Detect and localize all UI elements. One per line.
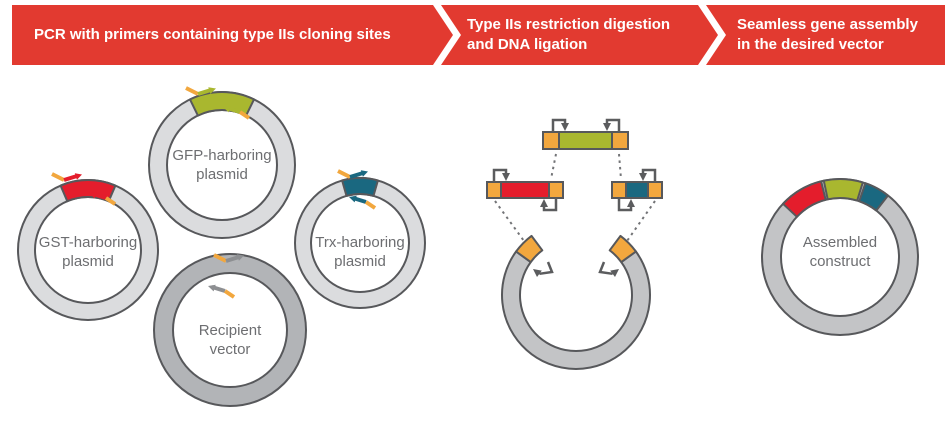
gfp-plasmid-label: GFP-harboring plasmid [147,146,297,184]
assembled-gfp-segment [822,178,864,202]
cut-site-arrow [540,198,558,212]
recipient-forward-primer-icon [213,253,244,263]
cut-site-arrow [617,198,635,212]
gfp-reverse-primer-icon [223,105,251,120]
recipient-vector-ring-inner [172,272,288,388]
assembled-label-line2: construct [809,253,871,270]
recipient-reverse-primer-icon [208,284,236,299]
banner-step-pcr-label: PCR with primers containing type IIs clo… [34,26,391,43]
assembled-gst-segment [782,180,827,218]
gfp-label-line2: plasmid [196,166,248,183]
banner-step-digestion-label-line1: Type IIs restriction digestion [467,16,671,33]
gfp-fragment-left-overhang [542,131,560,150]
trx-fragment-right-overhang [647,181,663,199]
trx-fragment-body [625,181,649,199]
gst-forward-primer-icon [51,172,82,182]
banner-step-pcr: PCR with primers containing type IIs clo… [12,5,453,65]
recipient-vector [153,253,307,407]
gst-reverse-primer-icon [89,191,117,206]
cut-site-arrow [639,168,657,182]
gfp-fragment-right-overhang [611,131,629,150]
trx-plasmid-label: Trx-harboring plasmid [285,233,435,271]
gfp-forward-primer-icon [185,86,216,96]
gfp-fragment [542,118,629,150]
banner-step-assembly-label-line2: in the desired vector [737,36,884,53]
gst-fragment-left-overhang [486,181,502,199]
assembled-trx-segment [858,182,889,212]
opened-vector-left-overhang [515,234,544,264]
gst-fragment [486,168,564,212]
banner-step-assembly-label-line1: Seamless gene assembly [737,16,918,33]
recipient-vector-label: Recipient vector [155,321,305,359]
assembled-construct [761,178,919,336]
trx-fragment [611,168,663,212]
gst-fragment-right-overhang [548,181,564,199]
cut-site-arrow [533,261,554,277]
cut-site-arrow [551,118,569,132]
gst-plasmid [17,172,159,321]
cut-site-arrow [492,168,510,182]
gst-label-line1: GST-harboring [38,234,138,251]
trx-fragment-left-overhang [611,181,627,199]
gst-fragment-body [500,181,550,199]
gst-label-line2: plasmid [62,253,114,270]
gst-plasmid-label: GST-harboring plasmid [13,233,163,271]
trx-gene-segment [341,176,379,197]
gfp-label-line1: GFP-harboring [172,147,272,164]
assembly-guide-line [618,153,622,180]
trx-reverse-primer-icon [349,195,377,210]
assembly-guide-line [494,200,525,242]
banner-step-digestion-label-line2: and DNA ligation [467,36,588,53]
banner-step-assembly: Seamless gene assembly in the desired ve… [706,5,945,65]
cut-site-arrow [598,261,619,277]
gfp-plasmid [148,86,296,239]
opened-vector-right-overhang [608,234,637,264]
banner-step-digestion-ligation: Type IIs restriction digestion and DNA l… [441,5,718,65]
trx-label-line2: plasmid [334,253,386,270]
assembly-guide-line [550,153,557,180]
recipient-label-line1: Recipient [198,322,262,339]
opened-vector [501,234,651,370]
assembly-guide-line [626,200,656,242]
trx-label-line1: Trx-harboring [315,234,405,251]
trx-forward-primer-icon [337,169,368,179]
opened-vector-backbone [501,250,651,370]
trx-plasmid [294,169,426,309]
cut-site-arrow [603,118,621,132]
assembled-label-line1: Assembled [802,234,878,251]
gfp-fragment-body [558,131,613,150]
assembled-construct-label: Assembled construct [765,233,915,271]
recipient-label-line2: vector [209,341,251,358]
